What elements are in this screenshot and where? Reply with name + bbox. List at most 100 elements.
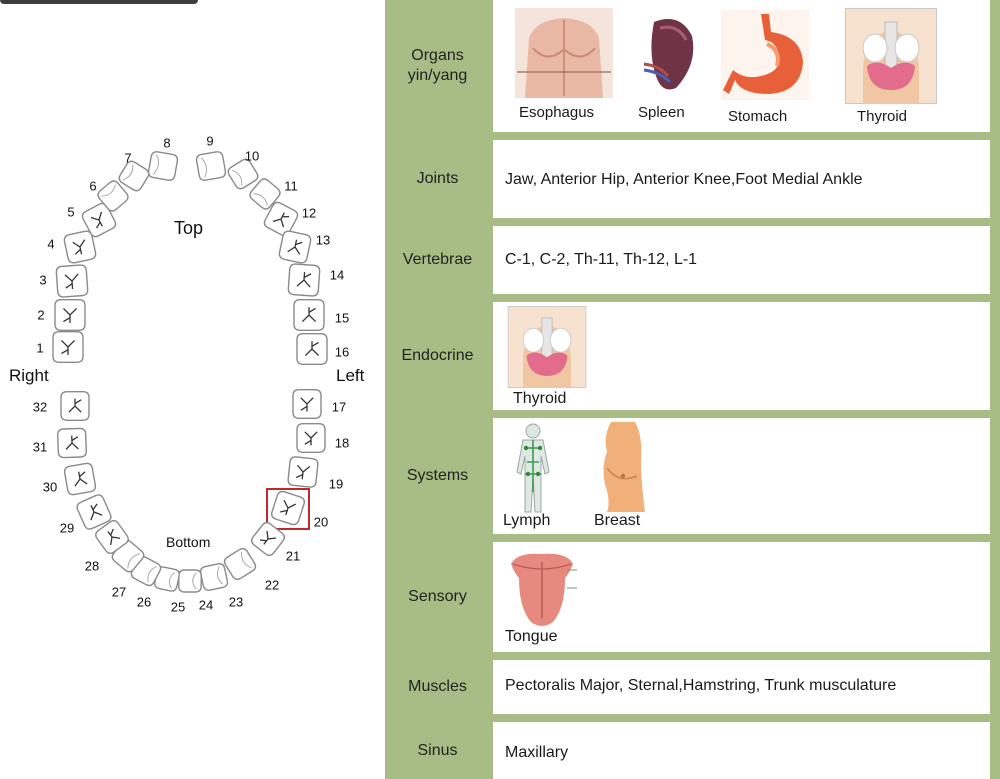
tooth-13 xyxy=(278,230,312,264)
tooth-11 xyxy=(249,178,281,210)
tooth-24 xyxy=(178,569,202,593)
tooth-number-3: 3 xyxy=(39,272,47,288)
tooth-number-11: 11 xyxy=(284,178,298,194)
spleen-icon xyxy=(643,19,694,90)
tooth-number-8: 8 xyxy=(163,135,171,151)
tooth-22 xyxy=(223,547,257,581)
tooth-2 xyxy=(54,299,86,331)
tooth-3 xyxy=(55,264,89,298)
teeth-svg xyxy=(52,151,328,593)
tooth-8 xyxy=(147,151,179,181)
endocrine-caption-thyroid: Thyroid xyxy=(513,390,567,407)
row-card-vertebrae: C-1, C-2, Th-11, Th-12, L-1 xyxy=(493,226,990,294)
row-label-systems: Systems xyxy=(406,467,469,484)
tooth-6 xyxy=(97,180,129,212)
tooth-number-29: 29 xyxy=(59,520,75,536)
tooth-number-22: 22 xyxy=(264,577,280,593)
systems-caption-breast: Breast xyxy=(594,512,641,529)
sinus-text: Maxillary xyxy=(505,744,569,761)
row-label-sensory: Sensory xyxy=(408,588,467,605)
torso-icon xyxy=(515,8,613,98)
tooth-number-10: 10 xyxy=(244,148,260,164)
joints-text: Jaw, Anterior Hip, Anterior Knee,Foot Me… xyxy=(505,171,863,188)
tooth-number-20: 20 xyxy=(313,514,329,530)
tooth-number-26: 26 xyxy=(136,594,152,610)
tooth-number-14: 14 xyxy=(329,267,345,283)
tooth-number-27: 27 xyxy=(111,584,127,600)
tooth-28 xyxy=(95,519,129,555)
tooth-number-32: 32 xyxy=(32,399,48,415)
tongue-icon xyxy=(511,553,577,626)
right-label: Right xyxy=(9,366,49,385)
tooth-number-31: 31 xyxy=(32,439,48,455)
tooth-14 xyxy=(287,263,321,297)
tooth-number-15: 15 xyxy=(334,310,350,326)
top-label: Top xyxy=(174,218,204,238)
tooth-20 xyxy=(270,490,306,526)
row-label-sinus: Sinus xyxy=(417,741,458,759)
organ-caption-esophagus: Esophagus xyxy=(519,104,595,121)
tooth-number-5: 5 xyxy=(67,204,75,220)
muscles-text: Pectoralis Major, Sternal,Hamstring, Tru… xyxy=(505,677,897,694)
tooth-number-16: 16 xyxy=(334,344,350,360)
tooth-9 xyxy=(195,151,227,181)
row-card-organs: Esophagus Spleen Stomach Thyroid xyxy=(493,0,990,132)
tooth-number-25: 25 xyxy=(170,599,186,615)
tooth-number-4: 4 xyxy=(47,236,55,252)
tooth-10 xyxy=(227,158,259,190)
tooth-number-23: 23 xyxy=(228,594,244,610)
lymph-body-icon xyxy=(516,423,550,513)
tooth-31 xyxy=(57,427,87,459)
row-card-muscles: Pectoralis Major, Sternal,Hamstring, Tru… xyxy=(493,660,990,714)
row-card-sinus: Maxillary xyxy=(493,722,990,779)
tooth-30 xyxy=(63,462,97,496)
tooth-1 xyxy=(52,331,84,363)
meridian-table: Organs yin/yang Esophagus Spleen Stomach xyxy=(385,0,1000,779)
row-label-endocrine: Endocrine xyxy=(401,347,474,364)
tooth-number-7: 7 xyxy=(124,150,132,166)
tooth-number-9: 9 xyxy=(206,133,214,149)
organ-caption-spleen: Spleen xyxy=(638,104,685,121)
bottom-label: Bottom xyxy=(166,534,211,550)
tooth-32 xyxy=(60,391,90,421)
vertebrae-text: C-1, C-2, Th-11, Th-12, L-1 xyxy=(505,251,698,268)
tooth-15 xyxy=(293,299,325,331)
row-label-muscles: Muscles xyxy=(408,678,467,695)
row-card-joints: Jaw, Anterior Hip, Anterior Knee,Foot Me… xyxy=(493,140,990,218)
row-card-endocrine: Thyroid xyxy=(493,302,990,410)
left-label: Left xyxy=(336,366,365,385)
tooth-7 xyxy=(118,160,150,192)
tooth-23 xyxy=(199,563,229,591)
tooth-12 xyxy=(263,201,299,237)
tooth-number-12: 12 xyxy=(301,205,317,221)
sensory-caption-tongue: Tongue xyxy=(505,628,558,645)
tooth-number-24: 24 xyxy=(198,597,214,613)
tooth-29 xyxy=(76,494,112,530)
systems-caption-lymph: Lymph xyxy=(503,512,551,529)
tooth-number-13: 13 xyxy=(315,232,331,248)
tooth-number-6: 6 xyxy=(89,178,97,194)
row-card-sensory: Tongue xyxy=(493,542,990,652)
tooth-number-19: 19 xyxy=(328,476,344,492)
tooth-16 xyxy=(296,333,328,365)
tooth-21 xyxy=(250,521,286,557)
tooth-17 xyxy=(292,389,322,419)
row-label-vertebrae: Vertebrae xyxy=(402,251,473,268)
row-label-organs: Organs yin/yang xyxy=(407,47,468,84)
tooth-number-18: 18 xyxy=(334,435,350,451)
tooth-number-2: 2 xyxy=(37,307,45,323)
tooth-number-30: 30 xyxy=(42,479,58,495)
organ-caption-thyroid: Thyroid xyxy=(857,108,908,125)
tooth-5 xyxy=(81,202,117,238)
tooth-19 xyxy=(287,456,319,488)
thyroid-icon xyxy=(507,306,587,388)
tooth-4 xyxy=(63,230,97,264)
tooth-18 xyxy=(296,423,326,453)
top-strip xyxy=(0,0,198,4)
row-card-systems: Lymph Breast xyxy=(493,418,990,534)
row-label-joints: Joints xyxy=(416,170,459,187)
tooth-number-1: 1 xyxy=(36,340,44,356)
thyroid-icon xyxy=(845,8,937,104)
tooth-number-17: 17 xyxy=(331,399,347,415)
